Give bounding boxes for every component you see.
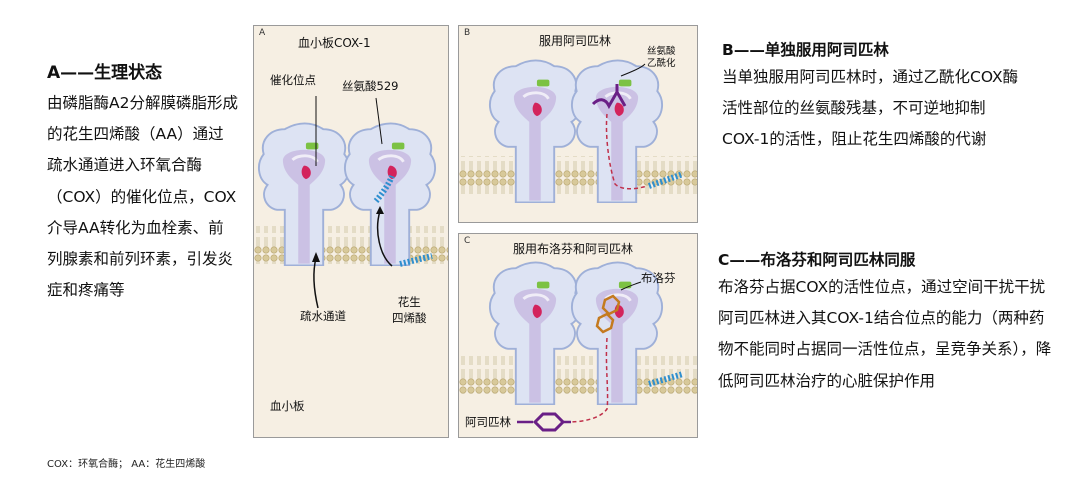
- cell-membrane: [459, 356, 697, 394]
- blocked-aa-path: [605, 113, 648, 190]
- hydrophobic-channel-label: 疏水通道: [300, 309, 346, 323]
- aa-entry-arrow: [376, 210, 393, 267]
- panel-a-title: 血小板COX-1: [298, 36, 371, 50]
- panel-b-title: 服用阿司匹林: [539, 34, 612, 48]
- arachidonic-acid-membrane: [399, 253, 433, 267]
- aa-entry-arrowhead: [376, 206, 384, 214]
- physiological-state-title: A——生理状态: [47, 63, 163, 83]
- panel-c-ibuprofen-aspirin: C 服用布洛芬和阿司匹林 布洛芬 阿司匹林: [458, 233, 698, 438]
- ibuprofen-pointer: [620, 281, 642, 291]
- ibuprofen-label: 布洛芬: [641, 271, 676, 285]
- acetylation-pointer: [620, 63, 646, 77]
- arachidonic-acid-membrane: [648, 371, 684, 387]
- abbreviation-footnote: COX：环氧合酶； AA：花生四烯酸: [47, 459, 206, 470]
- ibuprofen-aspirin-title: C——布洛芬和阿司匹林同服: [718, 251, 916, 269]
- ibuprofen-aspirin-text: 布洛芬占据COX的活性位点，通过空间干扰干扰阿司匹林进入其COX-1结合位点的能…: [718, 278, 1052, 390]
- acetyl-group: [591, 84, 627, 110]
- cell-membrane: [459, 156, 697, 194]
- panel-b-illustration: [459, 58, 697, 203]
- catalytic-site-label: 催化位点: [270, 73, 316, 87]
- serine-acetylation-label: 丝氨酸 乙酰化: [647, 46, 676, 69]
- channel-pointer: [313, 257, 319, 309]
- arachidonic-acid-label: 花生 四烯酸: [392, 295, 427, 325]
- panel-c-title: 服用布洛芬和阿司匹林: [513, 242, 634, 256]
- physiological-state-text: 由磷脂酶A2分解膜磷脂形成的花生四烯酸（AA）通过疏水通道进入环氧合酶（COX）…: [47, 94, 238, 300]
- panel-a-platelet-cox1: A 血小板COX-1 催化位点 丝氨酸529 疏水通道 花生 四烯酸 血小板: [253, 25, 449, 438]
- panel-a-illustration: [254, 96, 448, 309]
- panel-b-aspirin: B 服用阿司匹林 丝氨酸 乙酰化: [458, 25, 698, 223]
- blocked-aspirin-path: [568, 337, 609, 423]
- ibuprofen-molecule: [595, 294, 621, 334]
- panel-b-letter: B: [464, 28, 471, 38]
- channel-pointer-head: [312, 252, 320, 262]
- serine-pointer: [375, 97, 383, 145]
- cell-membrane: [254, 226, 448, 264]
- aspirin-molecule: [532, 412, 566, 432]
- aspirin-alone-title: B——单独服用阿司匹林: [722, 41, 889, 59]
- panel-a-letter: A: [259, 28, 266, 38]
- panel-c-letter: C: [464, 236, 471, 246]
- panel-c-illustration: [459, 260, 697, 432]
- aspirin-label: 阿司匹林: [465, 415, 511, 429]
- platelet-label: 血小板: [270, 399, 305, 413]
- aspirin-alone-text: 当单独服用阿司匹林时，通过乙酰化COX酶活性部位的丝氨酸残基，不可逆地抑制COX…: [722, 68, 1019, 149]
- serine-529-label: 丝氨酸529: [342, 79, 399, 93]
